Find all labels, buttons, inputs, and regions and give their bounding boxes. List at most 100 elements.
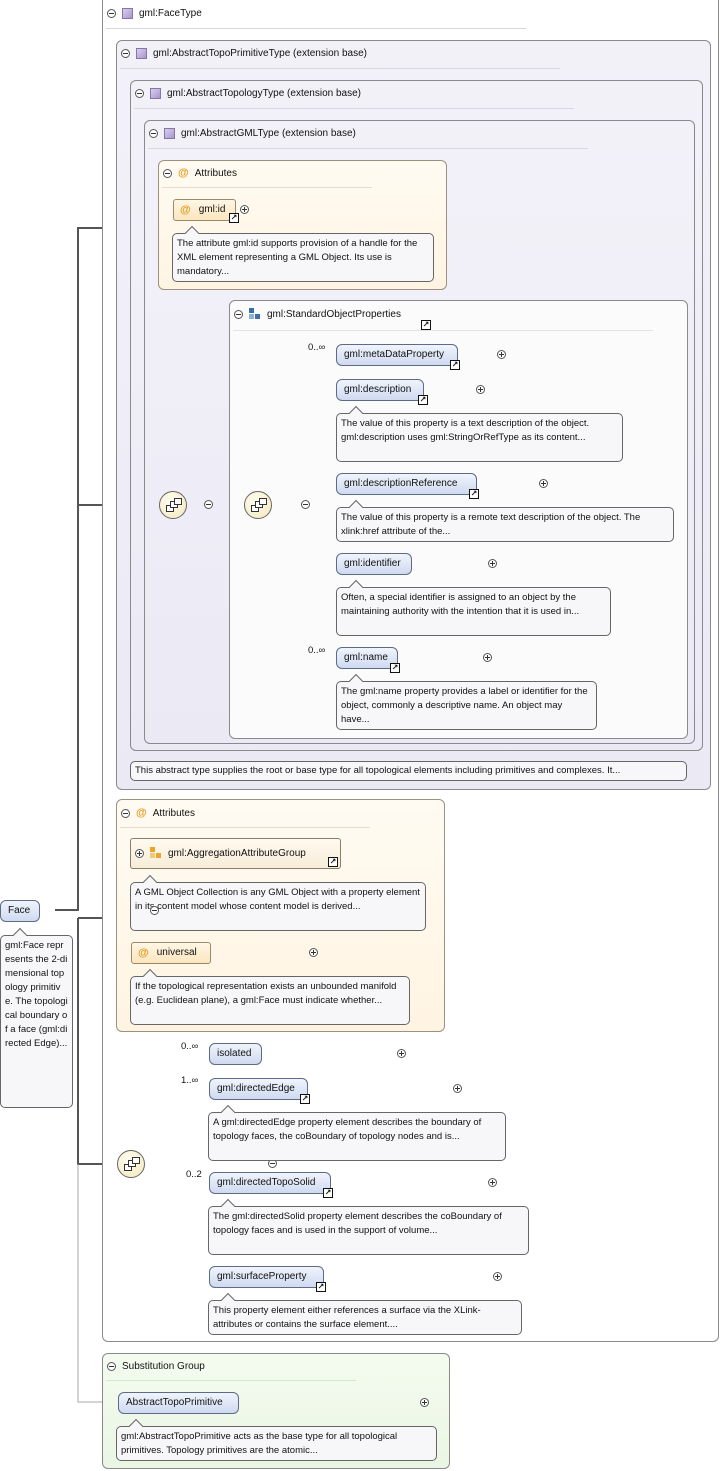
- cardinality: 0..∞: [181, 1041, 199, 1052]
- expand-icon[interactable]: [487, 559, 497, 568]
- face-type-label: gml:FaceType: [139, 8, 202, 19]
- collapse-icon[interactable]: [149, 129, 158, 138]
- gml-id-attribute[interactable]: @ gml:id: [173, 199, 236, 221]
- expand-icon[interactable]: [240, 205, 249, 214]
- element-directedtoposolid[interactable]: gml:directedTopoSolid: [209, 1172, 331, 1194]
- substitution-group-header: Substitution Group: [107, 1361, 205, 1372]
- expand-icon[interactable]: [476, 385, 486, 394]
- substitution-group-title: Substitution Group: [122, 1361, 205, 1372]
- expand-icon[interactable]: [538, 479, 548, 488]
- cardinality: 0..∞: [308, 645, 326, 656]
- expand-icon[interactable]: [419, 1398, 429, 1407]
- element-label: gml:descriptionReference: [344, 478, 458, 489]
- gml-attributes-header: @ Attributes: [163, 167, 237, 179]
- element-label: gml:metaDataProperty: [344, 349, 445, 360]
- universal-attribute[interactable]: @ universal: [131, 942, 211, 964]
- element-label: gml:directedEdge: [217, 1083, 295, 1094]
- abstract-topology-type-header: gml:AbstractTopologyType (extension base…: [135, 88, 361, 99]
- universal-label: universal: [156, 947, 197, 958]
- aggregation-attribute-group-header: gml:AggregationAttributeGroup: [135, 847, 306, 859]
- complex-type-icon: [136, 48, 147, 59]
- abstract-gml-type-header: gml:AbstractGMLType (extension base): [149, 128, 356, 139]
- directed-topo-solid-doc: The gml:directedSolid property element d…: [208, 1206, 529, 1255]
- sequence-compositor-icon[interactable]: [159, 491, 187, 519]
- collapse-icon[interactable]: [107, 1362, 116, 1371]
- identifier-doc: Often, a special identifier is assigned …: [336, 587, 611, 636]
- sop-sequence-compositor-icon[interactable]: [244, 491, 272, 519]
- attribute-icon: @: [136, 807, 147, 819]
- gml-attributes-title: Attributes: [194, 167, 237, 179]
- collapse-icon[interactable]: [121, 808, 130, 818]
- link-arrow-icon[interactable]: ↗: [229, 213, 239, 223]
- attribute-group-icon: [150, 847, 162, 859]
- description-doc: The value of this property is a text des…: [336, 413, 623, 462]
- expand-icon[interactable]: [483, 653, 493, 662]
- link-arrow-icon[interactable]: ↗: [450, 360, 460, 370]
- element-metadataproperty[interactable]: gml:metaDataProperty: [336, 344, 458, 366]
- collapse-icon[interactable]: [300, 500, 310, 509]
- collapse-icon[interactable]: [150, 906, 160, 915]
- abstract-topology-type-doc: This abstract type supplies the root or …: [130, 761, 687, 781]
- abstract-topo-primitive-doc: gml:AbstractTopoPrimitive acts as the ba…: [116, 1426, 437, 1461]
- gml-id-label: gml:id: [198, 204, 226, 215]
- aggregation-attribute-group-label: gml:AggregationAttributeGroup: [168, 847, 306, 859]
- link-arrow-icon[interactable]: ↗: [316, 1282, 326, 1292]
- element-label: gml:identifier: [344, 558, 401, 569]
- element-name[interactable]: gml:name: [336, 647, 398, 669]
- link-arrow-icon[interactable]: ↗: [469, 489, 479, 499]
- element-label: gml:directedTopoSolid: [217, 1177, 316, 1188]
- element-label: isolated: [217, 1048, 252, 1059]
- collapse-icon[interactable]: [107, 9, 116, 18]
- surface-property-doc: This property element either references …: [208, 1300, 522, 1335]
- aggregation-attribute-group-doc: A GML Object Collection is any GML Objec…: [130, 882, 426, 931]
- link-arrow-icon[interactable]: ↗: [323, 1188, 333, 1198]
- element-abstracttopoprimitive[interactable]: AbstractTopoPrimitive: [118, 1392, 239, 1414]
- name-doc: The gml:name property provides a label o…: [336, 681, 597, 730]
- link-arrow-icon[interactable]: ↗: [421, 320, 431, 330]
- expand-icon[interactable]: [453, 1084, 463, 1093]
- expand-icon[interactable]: [135, 848, 144, 858]
- element-label: gml:name: [344, 652, 388, 663]
- element-label: gml:surfaceProperty: [217, 1271, 307, 1282]
- element-isolated[interactable]: isolated: [209, 1043, 262, 1065]
- link-arrow-icon[interactable]: ↗: [418, 395, 428, 405]
- aggregation-attribute-group[interactable]: [130, 838, 341, 869]
- universal-doc: If the topological representation exists…: [130, 976, 410, 1025]
- abstract-topo-primitive-type-header: gml:AbstractTopoPrimitiveType (extension…: [121, 48, 367, 59]
- complex-type-icon: [122, 8, 133, 19]
- element-description[interactable]: gml:description: [336, 379, 424, 401]
- collapse-icon[interactable]: [163, 168, 172, 178]
- link-arrow-icon[interactable]: ↗: [390, 663, 400, 673]
- expand-icon[interactable]: [309, 948, 319, 957]
- collapse-icon[interactable]: [203, 500, 213, 509]
- element-label: AbstractTopoPrimitive: [126, 1397, 223, 1408]
- abstract-gml-type-label: gml:AbstractGMLType (extension base): [181, 128, 356, 139]
- face-sequence-compositor-icon[interactable]: [117, 1150, 145, 1178]
- complex-type-icon: [150, 88, 161, 99]
- cardinality: 0..∞: [308, 342, 326, 353]
- element-descriptionreference[interactable]: gml:descriptionReference: [336, 473, 477, 495]
- element-directededge[interactable]: gml:directedEdge: [209, 1078, 308, 1100]
- attribute-icon: @: [180, 204, 191, 216]
- link-arrow-icon[interactable]: ↗: [328, 857, 338, 867]
- group-icon: [249, 308, 261, 320]
- expand-icon[interactable]: [497, 350, 507, 359]
- element-identifier[interactable]: gml:identifier: [336, 553, 412, 575]
- element-surfaceproperty[interactable]: gml:surfaceProperty: [209, 1266, 324, 1288]
- sop-header: gml:StandardObjectProperties: [234, 308, 401, 320]
- expand-icon[interactable]: [488, 1178, 498, 1187]
- expand-icon[interactable]: [492, 1272, 502, 1281]
- element-label: gml:description: [344, 384, 412, 395]
- gml-id-doc: The attribute gml:id supports provision …: [172, 233, 434, 282]
- face-element[interactable]: Face: [0, 900, 40, 922]
- face-attributes-title: Attributes: [152, 807, 195, 819]
- collapse-icon[interactable]: [135, 89, 144, 98]
- expand-icon[interactable]: [396, 1049, 406, 1058]
- link-arrow-icon[interactable]: ↗: [300, 1094, 310, 1104]
- cardinality: 0..2: [186, 1169, 202, 1180]
- directed-edge-doc: A gml:directedEdge property element desc…: [208, 1112, 506, 1161]
- collapse-icon[interactable]: [121, 49, 130, 58]
- collapse-icon[interactable]: [234, 309, 243, 319]
- description-reference-doc: The value of this property is a remote t…: [336, 507, 674, 542]
- attribute-icon: @: [138, 947, 149, 959]
